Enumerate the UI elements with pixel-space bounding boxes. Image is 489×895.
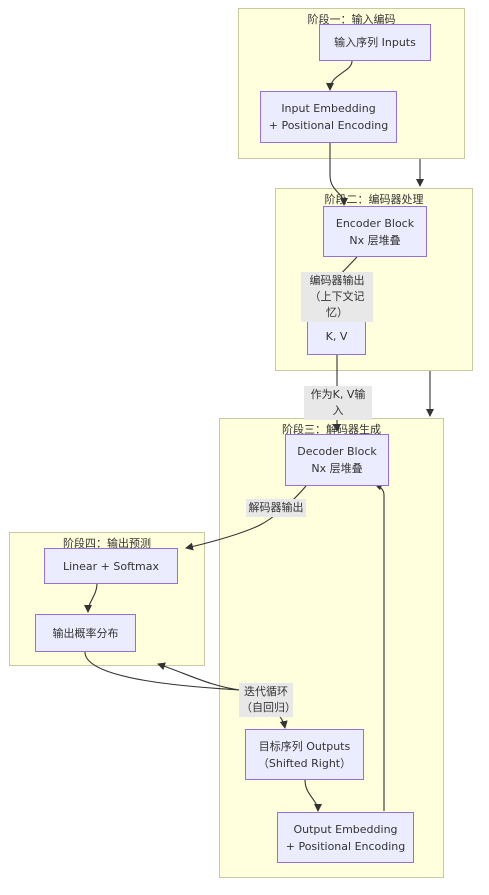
edge-embedding-to-encoder bbox=[329, 143, 348, 206]
edge-inputs-to-embedding bbox=[326, 60, 353, 91]
edge-label-as-kv-input: 作为K, V输入 bbox=[304, 386, 372, 420]
edge-decoder-to-linear bbox=[185, 485, 307, 551]
edge-label-encoder-output: 编码器输出 （上下文记忆） bbox=[301, 272, 373, 322]
input-embedding-node[interactable]: Input Embedding + Positional Encoding bbox=[260, 91, 397, 143]
decoder-block-node[interactable]: Decoder Block Nx 层堆叠 bbox=[285, 434, 389, 486]
stage-2-title: 阶段二：编码器处理 bbox=[324, 193, 424, 206]
edge-linear-to-dist bbox=[84, 583, 98, 613]
inputs-node[interactable]: 输入序列 Inputs bbox=[319, 24, 431, 61]
stage-1-title: 阶段一：输入编码 bbox=[307, 13, 396, 26]
linear-softmax-node[interactable]: Linear + Softmax bbox=[44, 548, 178, 584]
edge-dist-to-linear-loop bbox=[84, 651, 241, 691]
stage-4-title: 阶段四：输出预测 bbox=[63, 537, 151, 550]
output-distribution-node[interactable]: 输出概率分布 bbox=[35, 614, 136, 652]
stage-3-title: 阶段三：解码器生成 bbox=[282, 423, 381, 436]
edge-label-iterate: 迭代循环 （自回归） bbox=[239, 683, 296, 717]
output-embedding-node[interactable]: Output Embedding + Positional Encoding bbox=[277, 812, 414, 863]
edge-label-decoder-output: 解码器输出 bbox=[246, 499, 306, 517]
encoder-block-node[interactable]: Encoder Block Nx 层堆叠 bbox=[323, 206, 427, 257]
stage-3-cluster: 阶段三：解码器生成 bbox=[219, 418, 444, 878]
edge-output-embedding-to-decoder bbox=[374, 482, 385, 811]
kv-node[interactable]: K, V bbox=[307, 318, 366, 355]
edge-target-to-output-embedding bbox=[304, 779, 322, 812]
target-outputs-node[interactable]: 目标序列 Outputs （Shifted Right） bbox=[245, 729, 364, 780]
